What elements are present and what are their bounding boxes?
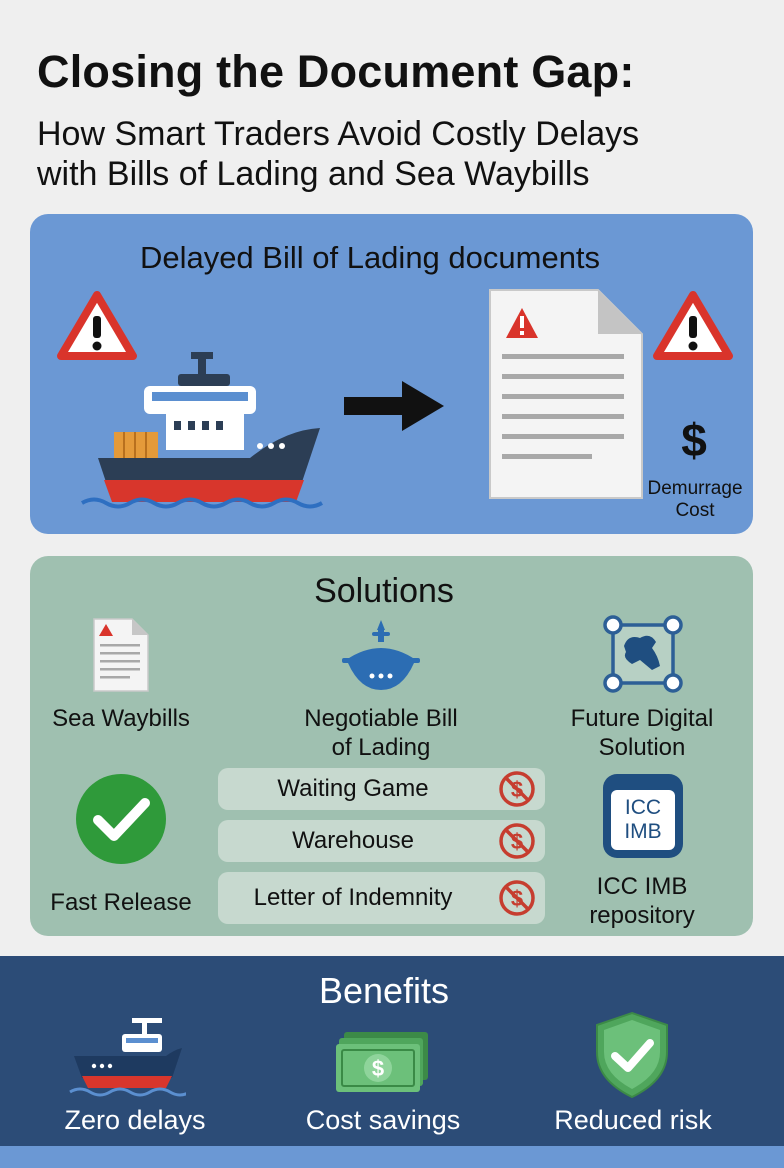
submarine-icon	[342, 620, 420, 690]
demurrage-cost-label: Demurrage Cost	[636, 478, 754, 522]
option-warehouse: Warehouse $	[218, 820, 545, 862]
bottom-strip	[0, 1146, 784, 1168]
page-title: Closing the Document Gap:	[37, 46, 635, 97]
solutions-heading: Solutions	[314, 572, 454, 610]
digital-label-line-2: Solution	[598, 734, 686, 761]
page-subtitle: How Smart Traders Avoid Costly Delays wi…	[37, 114, 639, 194]
svg-text:$: $	[372, 1056, 384, 1081]
reduced-risk-label: Reduced risk	[554, 1105, 712, 1135]
prohibited-dollar-icon: $	[499, 771, 535, 807]
warning-icon	[653, 291, 733, 360]
subtitle-line-1: How Smart Traders Avoid Costly Delays	[37, 115, 640, 153]
badge-line-1: ICC	[624, 796, 662, 819]
demurrage-label-line-1: Demurrage	[647, 478, 743, 499]
future-digital-solution-label: Future Digital Solution	[544, 704, 740, 762]
ship-icon	[69, 1018, 186, 1097]
digital-label-line-1: Future Digital	[570, 705, 714, 732]
prohibited-dollar-icon: $	[499, 880, 535, 916]
sea-waybill-document-icon	[93, 618, 149, 692]
warning-icon	[57, 291, 137, 360]
problem-heading: Delayed Bill of Lading documents	[139, 240, 601, 275]
option-waiting-game: Waiting Game $	[218, 768, 545, 810]
cost-savings-label: Cost savings	[305, 1105, 461, 1135]
fast-release-label: Fast Release	[50, 889, 192, 916]
demurrage-label-line-2: Cost	[675, 500, 715, 521]
option-label: Warehouse	[292, 827, 414, 854]
option-label: Letter of Indemnity	[253, 884, 453, 911]
repository-label-line-2: repository	[589, 902, 695, 929]
shield-check-icon	[596, 1011, 668, 1099]
zero-delays-label: Zero delays	[64, 1105, 206, 1135]
subtitle-line-2: with Bills of Lading and Sea Waybills	[37, 155, 590, 193]
cargo-ship-icon	[80, 352, 324, 509]
arrow-right-icon	[344, 381, 444, 431]
negotiable-label-line-1: Negotiable Bill	[304, 705, 458, 732]
icc-imb-repository-label: ICC IMB repository	[552, 872, 732, 930]
repository-label-line-1: ICC IMB	[596, 873, 688, 900]
digital-network-icon	[603, 615, 683, 693]
sea-waybills-label: Sea Waybills	[52, 705, 190, 732]
document-icon	[489, 289, 643, 499]
option-letter-of-indemnity: Letter of Indemnity $	[218, 872, 545, 924]
money-icon: $	[336, 1032, 428, 1092]
negotiable-bill-label: Negotiable Bill of Lading	[266, 704, 496, 762]
benefits-heading: Benefits	[318, 970, 450, 1011]
negotiable-label-line-2: of Lading	[331, 734, 431, 761]
badge-line-2: IMB	[624, 820, 662, 843]
database-icon: ICC IMB	[603, 774, 683, 858]
option-label: Waiting Game	[277, 775, 429, 802]
dollar-icon: $	[681, 414, 707, 466]
checkmark-circle-icon	[76, 774, 166, 864]
prohibited-dollar-icon: $	[499, 823, 535, 859]
